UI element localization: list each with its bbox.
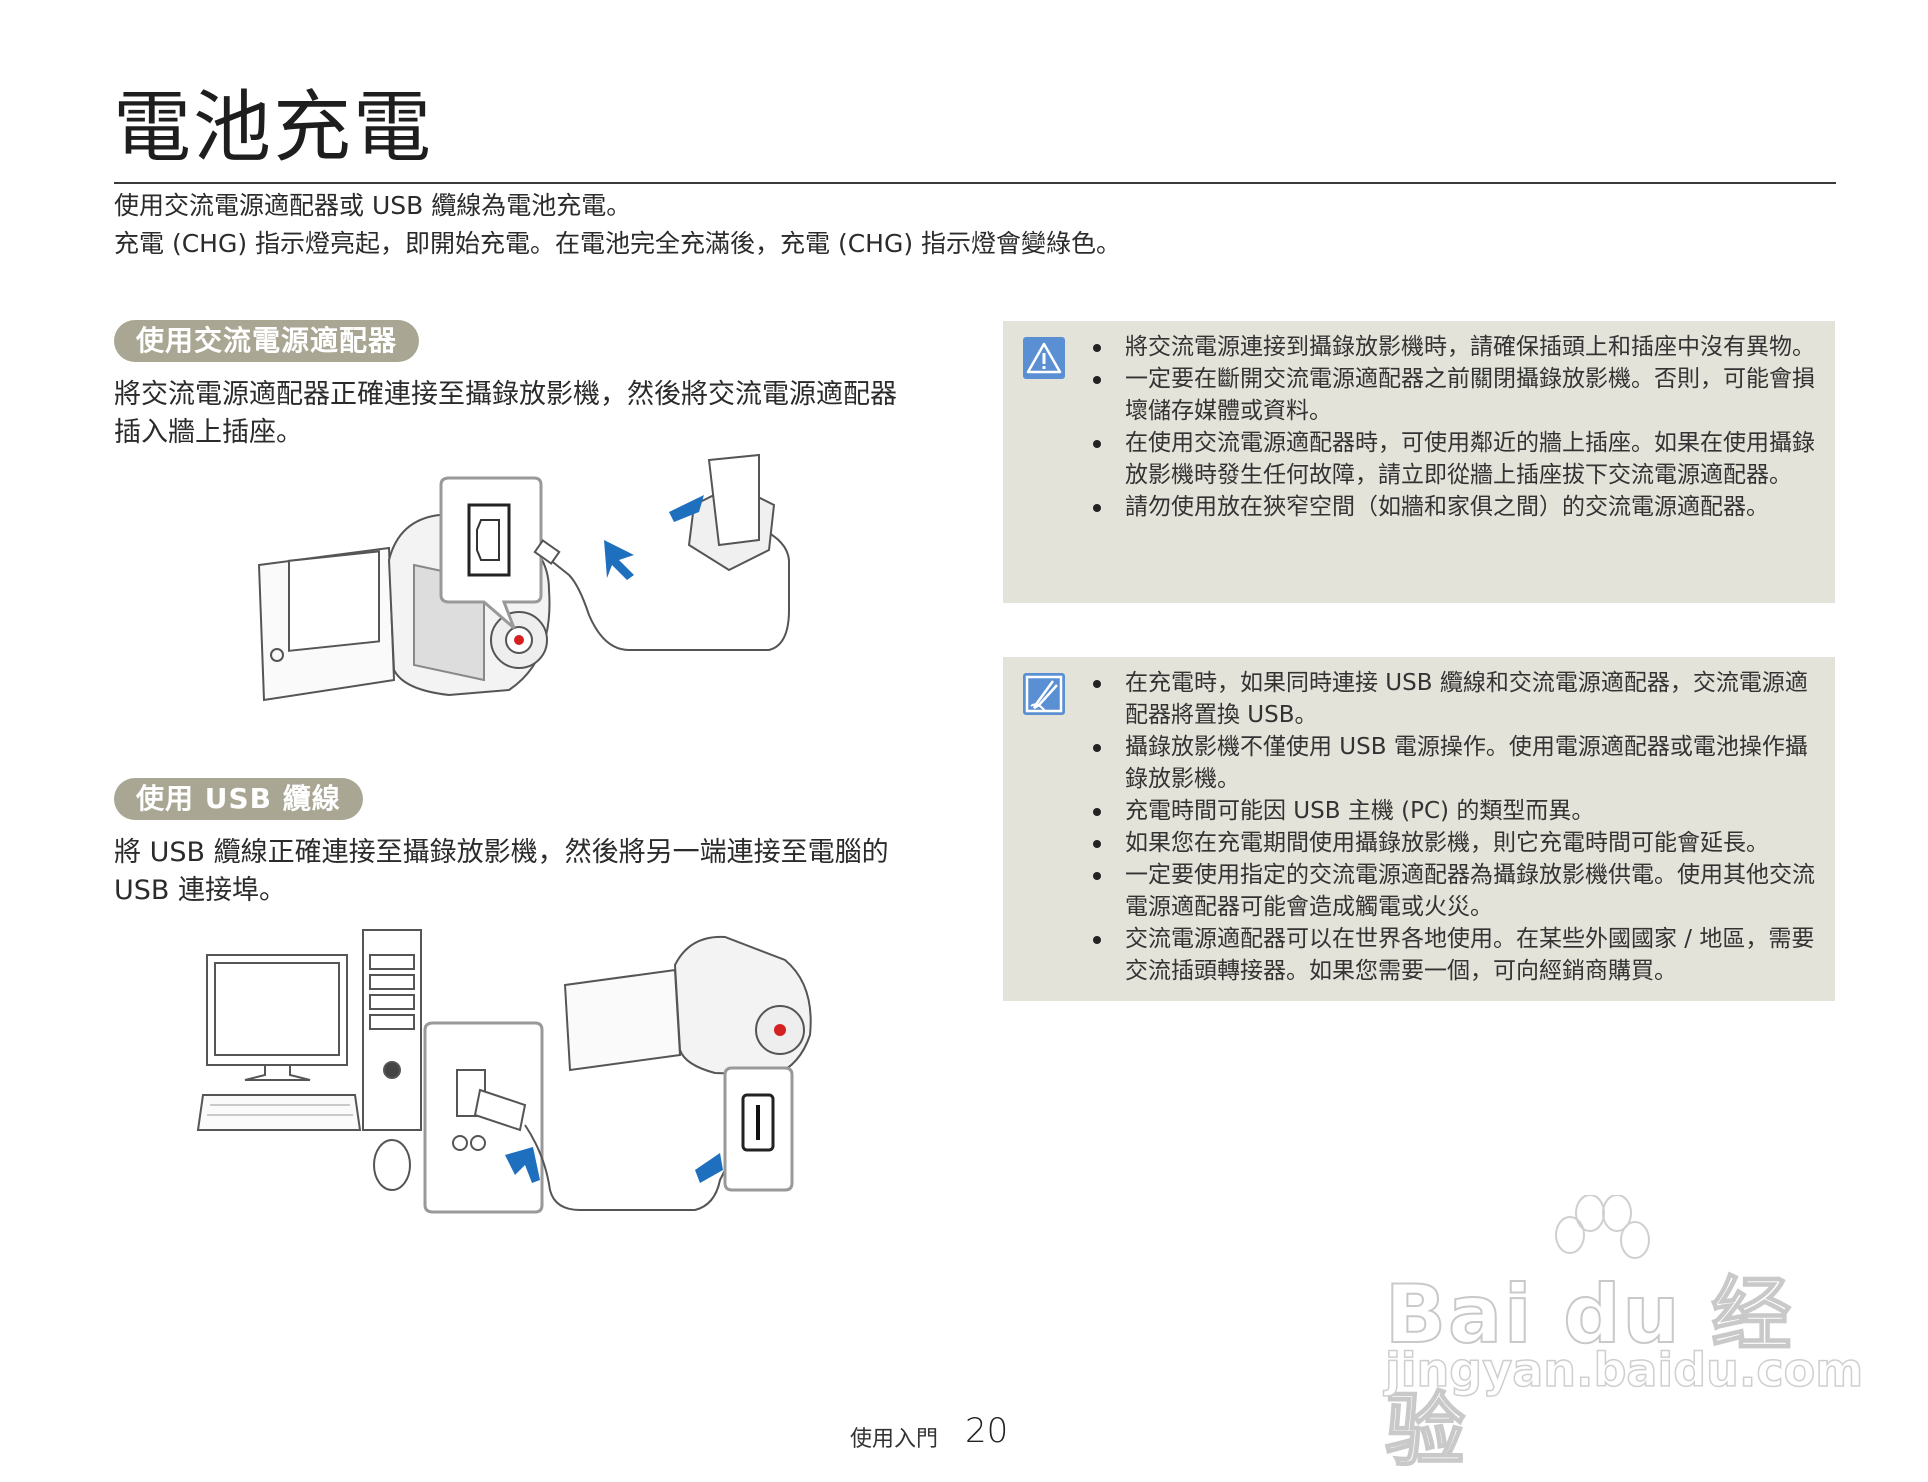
body-line: USB 連接埠。 [114, 875, 287, 906]
warning-triangle-icon [1023, 337, 1065, 379]
note-item: 在充電時，如果同時連接 USB 纜線和交流電源適配器，交流電源適配器將置換 US… [1087, 667, 1815, 731]
note-pencil-icon [1023, 673, 1065, 715]
section-heading-usb-cable: 使用 USB 纜線 [114, 778, 363, 820]
watermark-logo: Bai du 经验 [1384, 1267, 1794, 1478]
body-line: 將交流電源適配器正確連接至攝錄放影機，然後將交流電源適配器 [114, 379, 897, 410]
arrow-icons [505, 1147, 723, 1183]
intro-line-2: 充電 (CHG) 指示燈亮起，即開始充電。在電池完全充滿後，充電 (CHG) 指… [114, 229, 1122, 258]
note-item: 充電時間可能因 USB 主機 (PC) 的類型而異。 [1087, 795, 1815, 827]
page-title: 電池充電 [113, 83, 434, 173]
section-heading-ac-adapter: 使用交流電源適配器 [114, 320, 420, 362]
intro-line-1: 使用交流電源適配器或 USB 纜線為電池充電。 [114, 191, 632, 220]
page-number: 20 [965, 1411, 1009, 1451]
title-divider [114, 182, 1836, 184]
note-box: 在充電時，如果同時連接 USB 纜線和交流電源適配器，交流電源適配器將置換 US… [1003, 657, 1835, 1001]
section-usb-cable-body: 將 USB 纜線正確連接至攝錄放影機，然後將另一端連接至電腦的 USB 連接埠。 [114, 834, 954, 910]
note-item: 一定要使用指定的交流電源適配器為攝錄放影機供電。使用其他交流電源適配器可能會造成… [1087, 859, 1815, 923]
illustration-ac-adapter [257, 453, 790, 702]
arrow-icons [604, 495, 704, 580]
note-item: 交流電源適配器可以在世界各地使用。在某些外國國家 / 地區，需要交流插頭轉接器。… [1087, 923, 1815, 987]
note-item: 如果您在充電期間使用攝錄放影機，則它充電時間可能會延長。 [1087, 827, 1815, 859]
warning-list: 將交流電源連接到攝錄放影機時，請確保插頭上和插座中沒有異物。 一定要在斷開交流電… [1087, 331, 1815, 523]
paw-icon [1555, 1195, 1650, 1259]
watermark-url: jingyan.baidu.com [1384, 1342, 1864, 1398]
warning-box: 將交流電源連接到攝錄放影機時，請確保插頭上和插座中沒有異物。 一定要在斷開交流電… [1003, 321, 1835, 603]
footer-section-label: 使用入門 [850, 1427, 939, 1452]
warning-item: 一定要在斷開交流電源適配器之前關閉攝錄放影機。否則，可能會損壞儲存媒體或資料。 [1087, 363, 1815, 427]
body-line: 插入牆上插座。 [114, 417, 303, 448]
section-ac-adapter-body: 將交流電源適配器正確連接至攝錄放影機，然後將交流電源適配器 插入牆上插座。 [114, 376, 954, 452]
note-item: 攝錄放影機不僅使用 USB 電源操作。使用電源適配器或電池操作攝錄放影機。 [1087, 731, 1815, 795]
body-line: 將 USB 纜線正確連接至攝錄放影機，然後將另一端連接至電腦的 [114, 837, 889, 868]
note-list: 在充電時，如果同時連接 USB 纜線和交流電源適配器，交流電源適配器將置換 US… [1087, 667, 1815, 987]
warning-item: 在使用交流電源適配器時，可使用鄰近的牆上插座。如果在使用攝錄放影機時發生任何故障… [1087, 427, 1815, 491]
baidu-watermark: Bai du 经验 jingyan.baidu.com [1384, 1195, 1864, 1478]
warning-item: 請勿使用放在狹窄空間（如牆和家俱之間）的交流電源適配器。 [1087, 491, 1815, 523]
warning-item: 將交流電源連接到攝錄放影機時，請確保插頭上和插座中沒有異物。 [1087, 331, 1815, 363]
illustration-usb-cable [196, 929, 812, 1214]
